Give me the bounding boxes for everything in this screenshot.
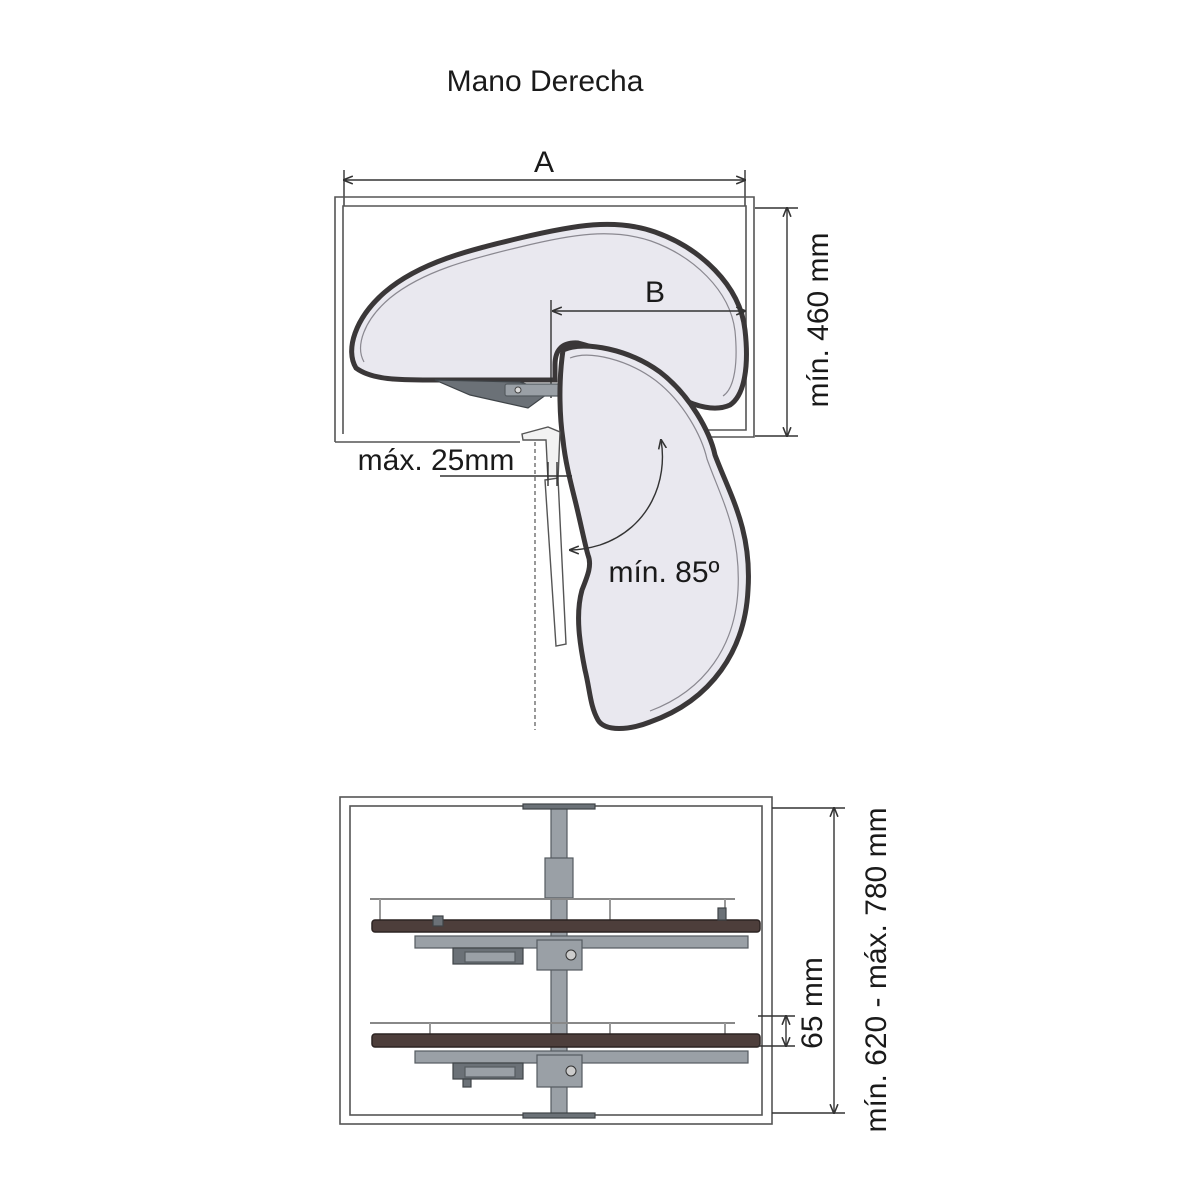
cabinet-inner-outline <box>342 205 747 434</box>
angle-label: mín. 85º <box>608 556 719 589</box>
front-cabinet-outer <box>339 796 773 1125</box>
pole-collar <box>544 857 574 899</box>
dimension-height-label: mín. 620 - máx. 780 mm <box>860 807 893 1132</box>
cabinet-door <box>521 426 567 647</box>
cabinet-outline <box>334 196 755 442</box>
diagram-title: Mano Derecha <box>447 65 644 98</box>
front-tray-rim <box>569 354 739 712</box>
dimension-460-label: mín. 460 mm <box>802 232 835 407</box>
pole-bottom-cap <box>522 1112 596 1119</box>
front-view: 65 mm mín. 620 - máx. 780 mm <box>339 796 893 1133</box>
dimension-a-label: A <box>534 146 554 179</box>
lower-shelf-assembly <box>370 1022 761 1088</box>
upper-shelf-assembly <box>370 898 761 971</box>
dimension-25-label: máx. 25mm <box>358 444 515 477</box>
plan-view: A mín. 460 mm B mín. 85º <box>334 146 835 731</box>
back-tray <box>349 221 749 411</box>
dimension-65-label: 65 mm <box>796 957 829 1049</box>
back-tray-rim <box>360 233 737 397</box>
angle-arc <box>570 440 662 550</box>
dimension-b-label: B <box>645 276 665 309</box>
tray-fitting <box>434 379 574 409</box>
pole-top-cap <box>522 803 596 810</box>
